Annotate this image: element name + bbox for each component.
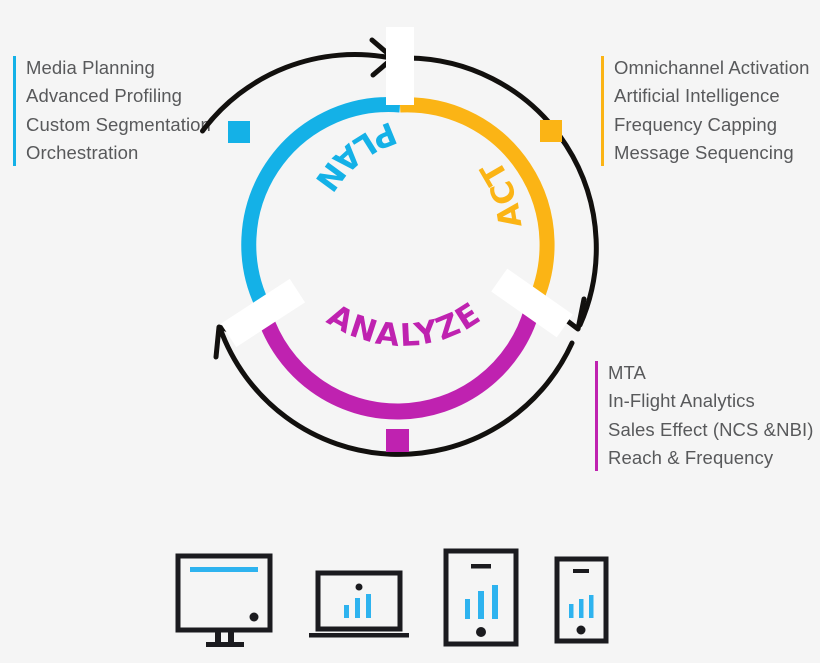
stage-arc-plan[interactable]: [241, 97, 401, 314]
list-item: Orchestration: [26, 142, 139, 164]
ring-segment-plan: [200, 52, 394, 134]
list-item: Sales Effect (NCS &NBI): [608, 418, 814, 440]
smartphone-icon: [554, 556, 609, 644]
chart-bar: [465, 599, 470, 619]
list-item: Artificial Intelligence: [614, 85, 780, 107]
list-item: Omnichannel Activation: [614, 57, 810, 78]
speaker-slot: [471, 564, 491, 569]
indicator-dot: [249, 612, 259, 622]
chart-bar: [589, 595, 594, 618]
ring-segment-analyze: [217, 325, 575, 457]
accent-bar-analyze: [595, 361, 598, 471]
ring-segment-act: [405, 55, 599, 328]
capability-list-act: Omnichannel Activation Artificial Intell…: [601, 54, 810, 168]
laptop-icon: [309, 570, 409, 638]
accent-bar-plan: [13, 56, 16, 166]
stage-arc-analyze[interactable]: [256, 307, 540, 420]
capability-list-analyze: MTA In-Flight Analytics Sales Effect (NC…: [595, 359, 814, 473]
desktop-monitor-icon: [175, 553, 273, 647]
chart-bar: [478, 591, 484, 619]
capability-list-plan: Media Planning Advanced Profiling Custom…: [13, 54, 211, 168]
chart-bar: [344, 605, 349, 618]
device-icon-row: [168, 545, 618, 650]
list-item: Frequency Capping: [614, 113, 778, 135]
cycle-diagram: PLAN ACT ANALYZE: [180, 25, 620, 475]
stage-labels: PLAN ACT ANALYZE: [307, 114, 528, 354]
list-item: Reach & Frequency: [608, 447, 774, 469]
list-item: Message Sequencing: [614, 142, 794, 164]
list-item: Custom Segmentation: [26, 113, 211, 135]
square-marker-plan[interactable]: [228, 121, 250, 143]
chart-bar: [366, 594, 371, 618]
home-button[interactable]: [576, 625, 586, 635]
accent-bar-act: [601, 56, 604, 166]
separator-top: [386, 27, 414, 105]
camera-dot: [355, 583, 363, 591]
list-item: MTA: [608, 362, 646, 383]
stage-arc-ring: [241, 97, 555, 420]
chart-bar: [355, 598, 360, 618]
separator-lower-right: [491, 268, 573, 338]
chart-bar: [569, 604, 574, 618]
square-marker-analyze[interactable]: [386, 429, 409, 452]
stage-arc-act[interactable]: [399, 97, 555, 310]
tablet-icon: [443, 548, 519, 647]
separator-lower-left: [220, 278, 306, 348]
list-item: Media Planning: [26, 57, 155, 78]
chart-bar: [579, 599, 584, 618]
list-item: Advanced Profiling: [26, 85, 183, 107]
chart-bar: [492, 585, 498, 619]
home-button[interactable]: [476, 627, 486, 637]
screen-accent-bar: [190, 567, 258, 572]
square-marker-act[interactable]: [540, 120, 562, 142]
arc-label-analyze: ANALYZE: [321, 295, 488, 354]
arc-separators: [220, 27, 573, 348]
speaker-slot: [573, 569, 589, 573]
stage-markers: [228, 120, 562, 452]
list-item: In-Flight Analytics: [608, 390, 755, 412]
